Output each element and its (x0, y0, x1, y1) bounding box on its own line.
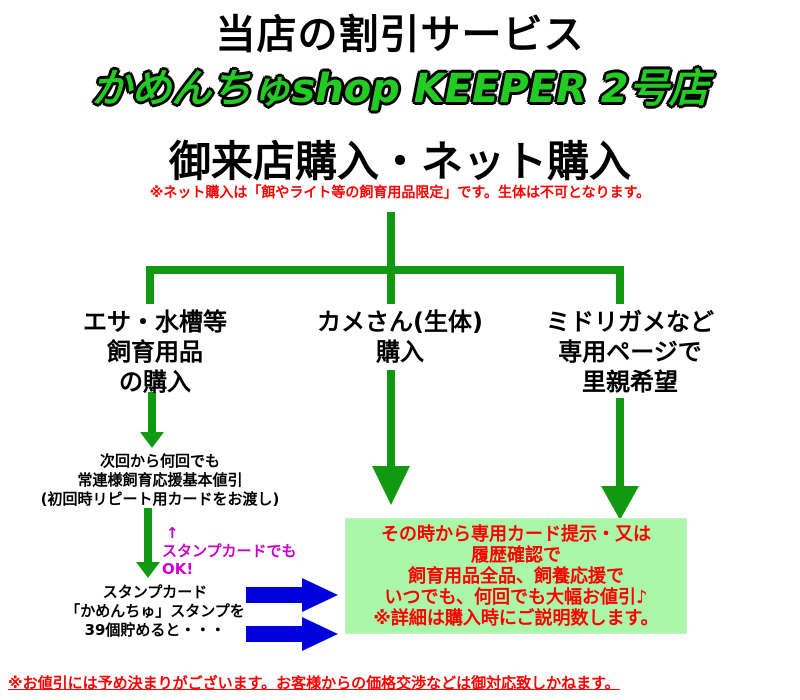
stamp-card-line: 39個貯めると・・・ (84, 621, 226, 639)
net-purchase-note: ※ネット購入は「餌やライト等の飼育用品限定」です。生体は不可となります。 (149, 185, 651, 201)
page-title: 当店の割引サービス (215, 12, 585, 58)
purchase-heading: 御来店購入・ネット購入 (168, 137, 631, 186)
stamp-card: スタンプカード 「かめんちゅ」スタンプを 39個貯めると・・・ (40, 583, 270, 640)
branch-supplies-line: の購入 (119, 368, 191, 396)
drop-center (387, 266, 395, 304)
trunk-line (387, 212, 395, 274)
benefit-line: その時から専用カード提示・又は (381, 524, 651, 545)
shop-name: かめんちゅshop KEEPER 2号店 (91, 66, 709, 112)
blue-arrow-2-head (302, 617, 338, 651)
blue-arrow-1-shaft (246, 587, 304, 603)
right-arrow-head (601, 486, 639, 520)
branch-supplies-line: 飼育用品 (107, 338, 203, 366)
benefit-line: 飼育用品全品、飼養応援で (408, 566, 624, 587)
branch-supplies-line: エサ・水槽等 (83, 308, 227, 336)
drop-left (146, 266, 154, 304)
left-arrow-shaft (148, 392, 156, 434)
next-discount-line: (初回時リピート用カードをお渡し) (40, 490, 280, 508)
drop-right (616, 266, 624, 304)
branch-adoption-line: 里親希望 (582, 368, 678, 396)
branch-adoption-line: ミドリガメなど (546, 308, 714, 336)
center-arrow-head (372, 466, 410, 505)
benefit-line: ※詳細は購入時にご説明数します。 (373, 608, 659, 629)
benefit-box-text: その時から専用カード提示・又は 履歴確認で 飼育用品全品、飼養応援で いつでも、… (345, 524, 687, 629)
stamp-arrow-shaft (144, 508, 152, 564)
stamp-card-line: 「かめんちゅ」スタンプを (65, 602, 245, 620)
branch-turtle: カメさん(生体) 購入 (285, 307, 515, 367)
stamp-card-line: スタンプカード (102, 583, 208, 601)
stamp-note-line: OK! (162, 560, 194, 578)
benefit-line: いつでも、何回でも大幅お値引♪ (384, 587, 648, 608)
next-discount: 次回から何回でも 常連様飼育応援基本値引 (初回時リピート用カードをお渡し) (0, 452, 320, 509)
stamp-note-arrow: ↑ (166, 524, 179, 542)
right-arrow-shaft (616, 398, 624, 488)
footer-notice: ※お値引には予め決まりがございます。お客様からの価格交渉などは御対応致しかねます… (8, 674, 620, 692)
branch-adoption: ミドリガメなど 専用ページで 里親希望 (510, 307, 750, 397)
blue-arrow-2-shaft (246, 626, 304, 642)
next-discount-line: 常連様飼育応援基本値引 (77, 471, 243, 489)
benefit-line: 履歴確認で (471, 545, 561, 566)
branch-adoption-line: 専用ページで (558, 338, 702, 366)
branch-turtle-line: カメさん(生体) (317, 308, 483, 336)
branch-turtle-line: 購入 (376, 338, 424, 366)
stamp-card-note: ↑ スタンプカードでも OK! (162, 524, 322, 578)
benefit-box (345, 518, 687, 634)
branch-supplies: エサ・水槽等 飼育用品 の購入 (40, 307, 270, 397)
next-discount-line: 次回から何回でも (99, 452, 220, 470)
branch-bar (146, 266, 624, 274)
left-arrow-head (140, 432, 164, 448)
blue-arrow-1-head (302, 578, 338, 612)
stamp-arrow-head (136, 562, 160, 578)
stamp-note-line: スタンプカードでも (162, 542, 297, 560)
center-arrow-shaft (387, 370, 395, 468)
